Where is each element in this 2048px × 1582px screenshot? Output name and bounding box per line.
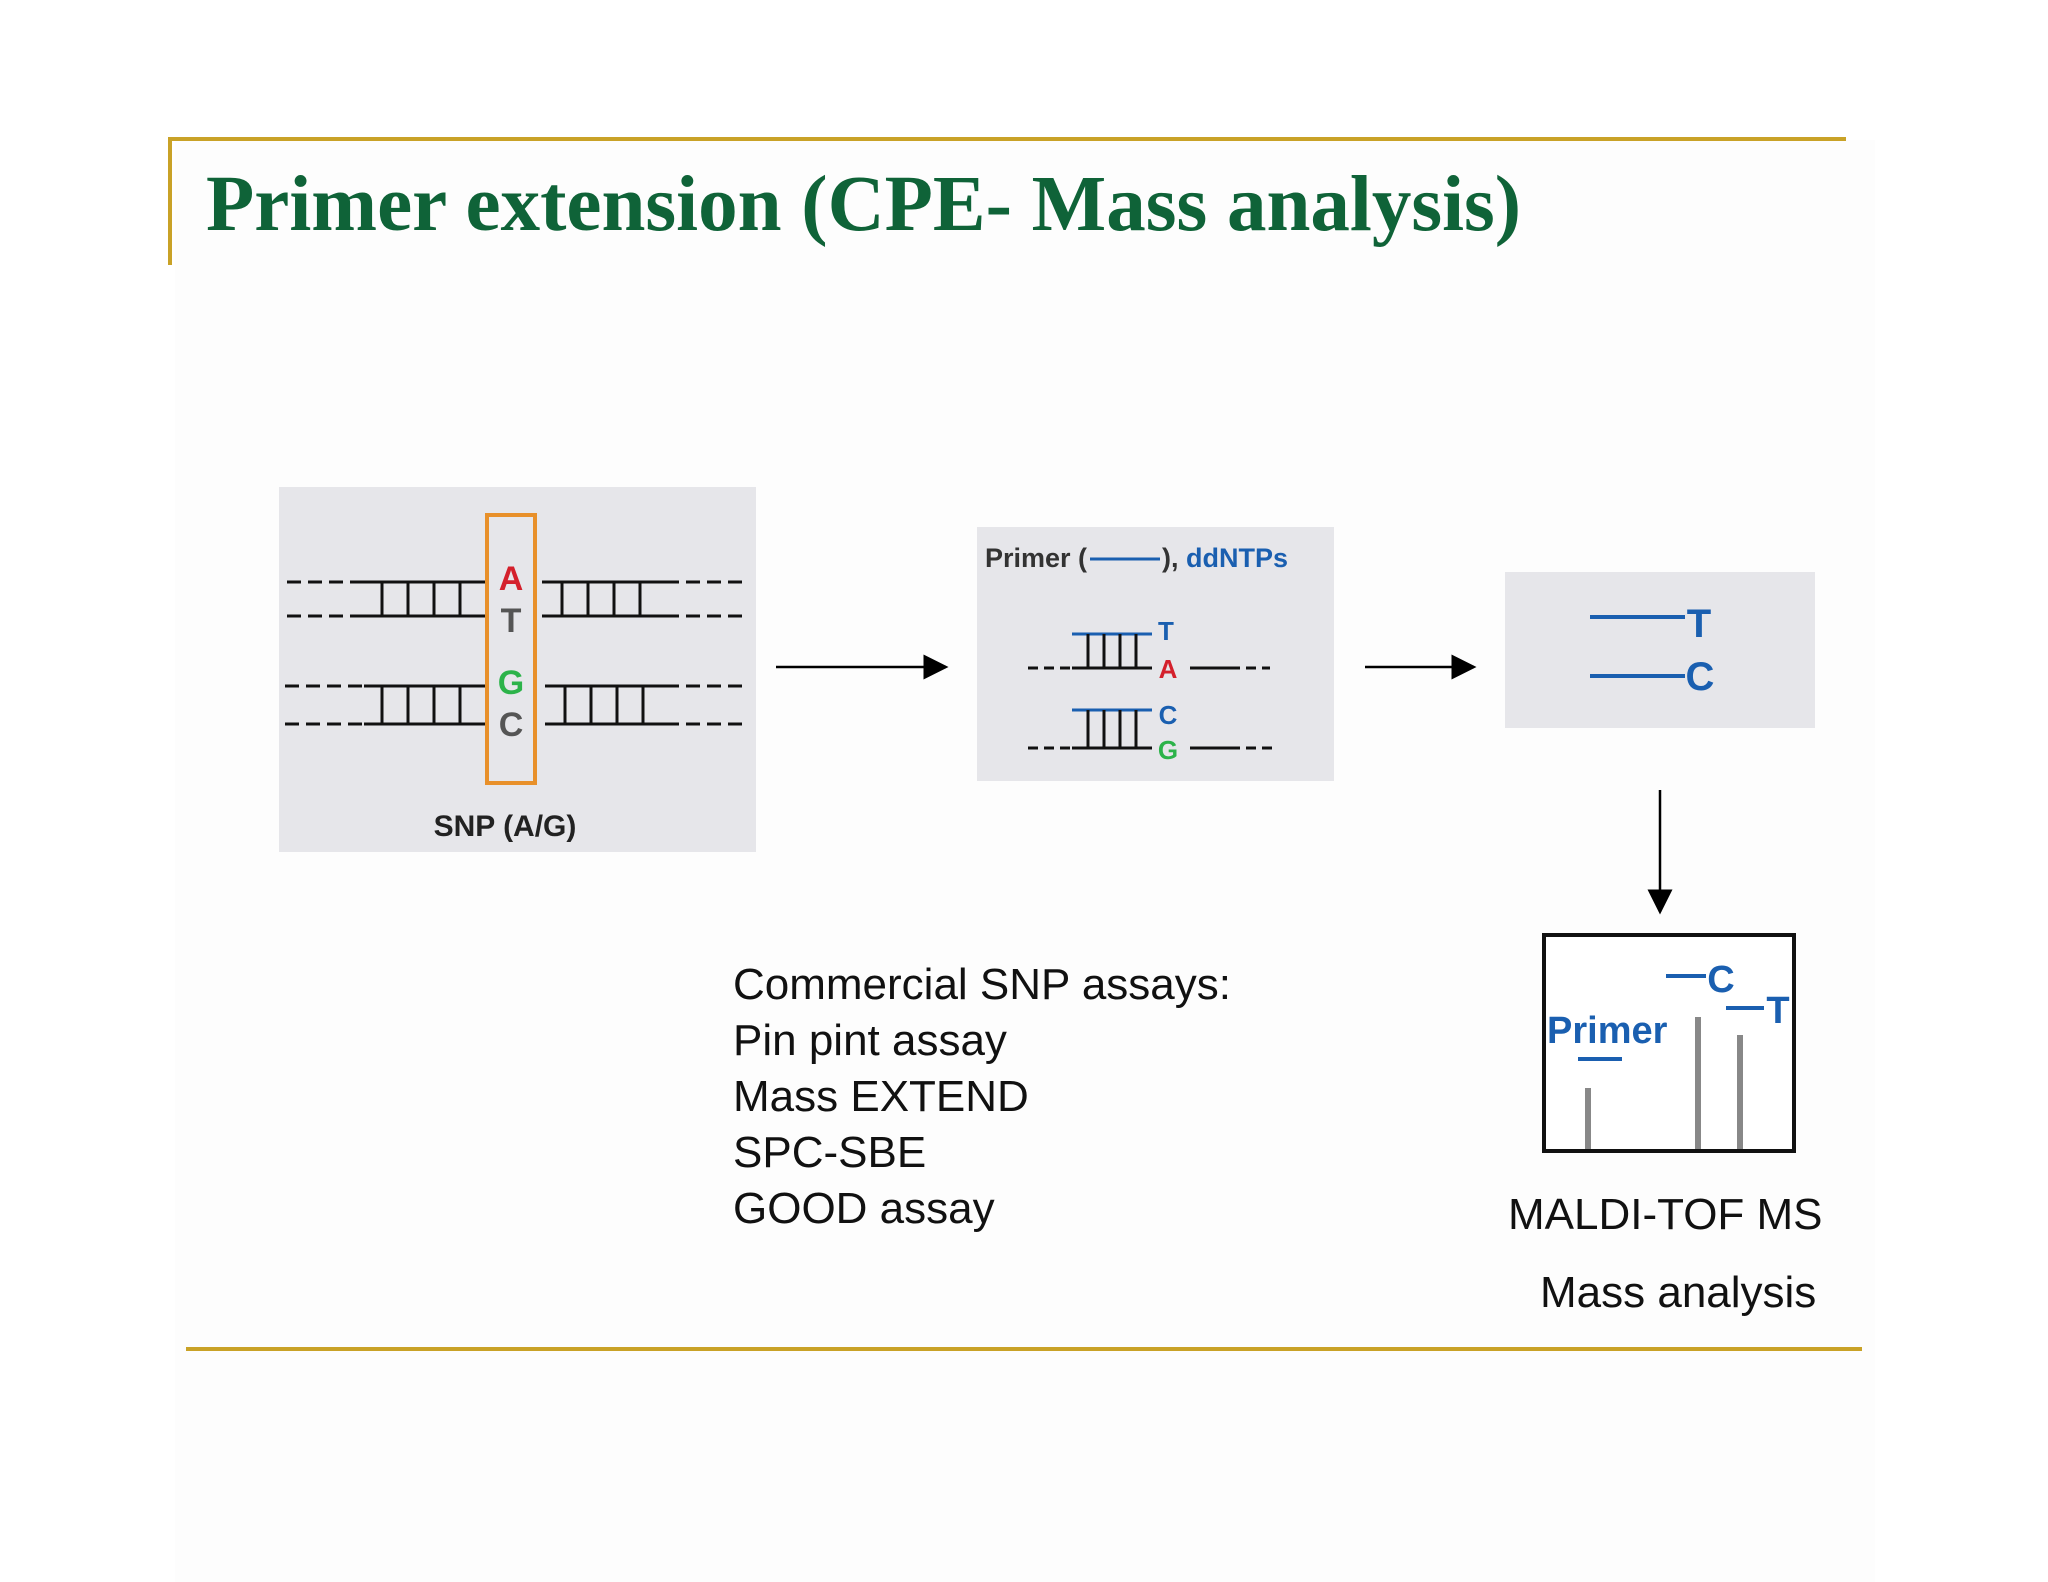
spectrum-primer-label: Primer xyxy=(1547,1010,1668,1052)
mass-analysis-label: Mass analysis xyxy=(1540,1268,1817,1317)
product-label-c: C xyxy=(1686,655,1715,699)
assay-item: SPC-SBE xyxy=(733,1128,927,1177)
snp-base-t: T xyxy=(501,602,522,640)
assay-list-heading: Commercial SNP assays: xyxy=(733,960,1231,1009)
primer-legend-label: Primer ( xyxy=(985,543,1087,573)
spectrum-peak-t-label: T xyxy=(1766,990,1789,1032)
snp-base-a: A xyxy=(499,560,524,598)
maldi-tof-label: MALDI-TOF MS xyxy=(1508,1190,1823,1239)
snp-base-c: C xyxy=(499,706,524,744)
spectrum-peak-c-label: C xyxy=(1707,959,1734,1001)
primer-annealed-top xyxy=(1028,632,1270,670)
bottom-rule xyxy=(186,1347,1862,1351)
primer-annealed-bottom xyxy=(1028,708,1272,750)
template-base-g: G xyxy=(1158,735,1178,765)
primer-extension-c: C xyxy=(1159,700,1178,730)
primer-panel xyxy=(977,527,1334,781)
assay-item: Pin pint assay xyxy=(733,1016,1007,1065)
product-label-t: T xyxy=(1687,602,1711,646)
dna-double-strand-bottom xyxy=(285,684,748,726)
assay-item: GOOD assay xyxy=(733,1184,995,1233)
title-frame-top-rule xyxy=(168,137,1846,141)
ddntps-label: ddNTPs xyxy=(1186,543,1288,573)
products-panel xyxy=(1505,572,1815,728)
slide-background xyxy=(175,140,1875,1582)
assay-item: Mass EXTEND xyxy=(733,1072,1029,1121)
primer-extension-t: T xyxy=(1158,616,1174,646)
dna-double-strand-top xyxy=(287,580,745,618)
snp-caption: SNP (A/G) xyxy=(434,810,577,843)
snp-highlight-box xyxy=(485,513,537,785)
snp-panel xyxy=(279,487,756,852)
commercial-assay-list: Commercial SNP assays: Pin pint assay Ma… xyxy=(733,957,1231,1237)
template-base-a: A xyxy=(1159,654,1178,684)
primer-legend-close: ), xyxy=(1162,543,1179,573)
snp-base-g: G xyxy=(498,664,524,702)
page-title: Primer extension (CPE- Mass analysis) xyxy=(206,161,1522,248)
title-frame-left-rule xyxy=(168,137,172,265)
